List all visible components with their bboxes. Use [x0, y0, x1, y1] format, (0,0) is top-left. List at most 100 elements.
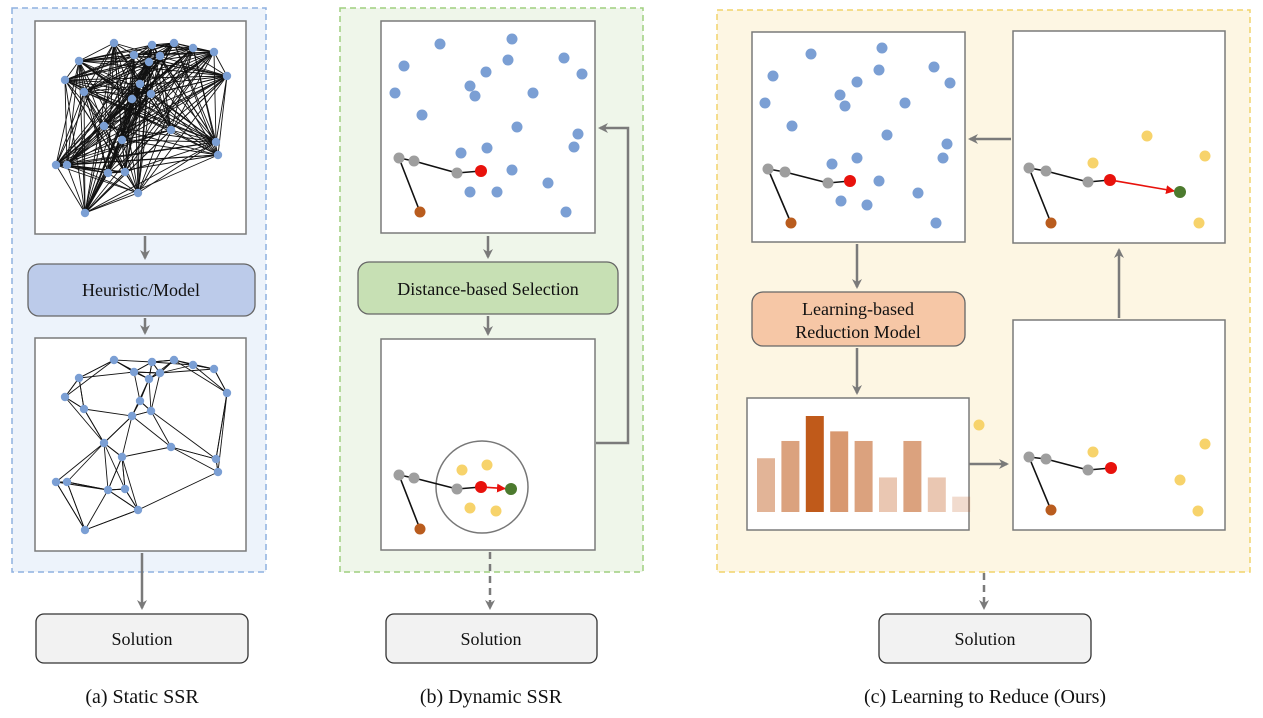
graph-edge: [131, 51, 215, 100]
graph-edge: [131, 415, 172, 448]
graph-edge: [64, 61, 150, 81]
graph-edge: [66, 154, 219, 166]
graph-edge: [121, 456, 126, 490]
visited-node: [408, 472, 420, 484]
selected-candidate-node: [1193, 217, 1205, 229]
graph-node: [166, 125, 176, 135]
graph-node: [135, 79, 145, 89]
graph-edge: [55, 91, 85, 166]
score-bar: [952, 496, 971, 512]
current-node: [475, 481, 487, 493]
unvisited-node: [434, 38, 446, 50]
start-node: [785, 217, 797, 229]
start-node: [1045, 217, 1057, 229]
graph-node: [213, 150, 223, 160]
graph-edge: [150, 410, 172, 448]
solution-box-a: [35, 613, 249, 664]
graph-edge: [121, 129, 172, 141]
graph-edge: [84, 172, 109, 214]
graph-node: [147, 40, 157, 50]
graph-edge: [83, 42, 115, 93]
graph-edge: [55, 61, 150, 166]
graph-edge: [83, 47, 194, 93]
graph-edge: [121, 446, 172, 458]
unvisited-node: [839, 100, 851, 112]
graph-edge: [121, 51, 215, 141]
unvisited-node: [502, 54, 514, 66]
graph-edge: [55, 481, 86, 531]
graph-node: [133, 505, 143, 515]
graph-edge: [107, 172, 139, 194]
graph-edge: [66, 129, 172, 166]
unvisited-node: [805, 48, 817, 60]
score-bar: [903, 440, 922, 512]
graph-node: [99, 121, 109, 131]
graph-edge: [170, 446, 219, 473]
graph-edge: [213, 368, 228, 394]
solution-label-b: Solution: [460, 629, 521, 649]
tour-edge: [1045, 170, 1089, 183]
graph-edge: [213, 51, 217, 143]
visited-node: [762, 163, 774, 175]
selected-candidate-nodes: [973, 419, 1211, 517]
visited-node: [1023, 162, 1035, 174]
graph-node: [109, 38, 119, 48]
c-full-instance-nodes: [759, 42, 956, 229]
graph-edge: [84, 141, 217, 214]
unvisited-node: [851, 76, 863, 88]
graph-edge: [66, 75, 228, 166]
reduced-instance-frame: [380, 338, 596, 551]
c-partial-tour-bottom: [1023, 451, 1117, 516]
graph-node: [169, 38, 179, 48]
candidate-node: [464, 502, 476, 514]
solution-box-b: [385, 613, 598, 664]
graph-node: [166, 442, 176, 452]
graph-edge: [84, 154, 219, 214]
next-step-candidate-nodes: [1087, 130, 1211, 229]
graph-edge: [124, 47, 194, 173]
graph-edge: [83, 408, 105, 444]
graph-edge: [173, 42, 219, 156]
tour-edge: [413, 160, 458, 174]
graph-edge: [103, 125, 139, 194]
graph-node: [120, 484, 130, 494]
unvisited-node: [881, 129, 893, 141]
unvisited-node: [928, 61, 940, 73]
selected-candidate-node: [1087, 157, 1099, 169]
visited-node: [1040, 453, 1052, 465]
unvisited-node: [464, 186, 476, 198]
graph-node: [127, 94, 137, 104]
unvisited-node: [767, 70, 779, 82]
panel-learning-to-reduce: Learning-based Reduction Model Solution …: [716, 9, 1251, 708]
graph-node: [103, 485, 113, 495]
selected-candidate-node: [1087, 446, 1099, 458]
dense-graph-edges: [55, 42, 228, 214]
full-instance-nodes: [389, 33, 588, 218]
graph-edge: [83, 75, 228, 93]
next-step-frame: [1012, 30, 1226, 244]
graph-edge: [113, 42, 228, 77]
graph-edge: [103, 55, 161, 127]
graph-edge: [84, 192, 139, 214]
graph-edge: [78, 371, 135, 379]
graph-edge: [121, 139, 219, 156]
score-bar: [927, 477, 946, 512]
graph-edge: [66, 442, 105, 483]
graph-edge: [133, 51, 215, 56]
unvisited-node: [511, 121, 523, 133]
graph-edge: [124, 51, 215, 173]
candidate-node: [481, 459, 493, 471]
unvisited-node: [930, 217, 942, 229]
graph-edge: [192, 364, 228, 394]
heuristic-model-label: Heuristic/Model: [82, 280, 200, 300]
unvisited-node: [876, 42, 888, 54]
score-bar: [757, 458, 775, 512]
sparse-graph-edges: [55, 359, 228, 531]
start-node: [414, 523, 426, 535]
graph-edge: [64, 396, 105, 444]
graph-edge: [64, 79, 68, 166]
graph-node: [209, 47, 219, 57]
next-step-arrow: [485, 483, 507, 493]
unvisited-node: [572, 128, 584, 140]
selected-candidate-node: [1199, 150, 1211, 162]
